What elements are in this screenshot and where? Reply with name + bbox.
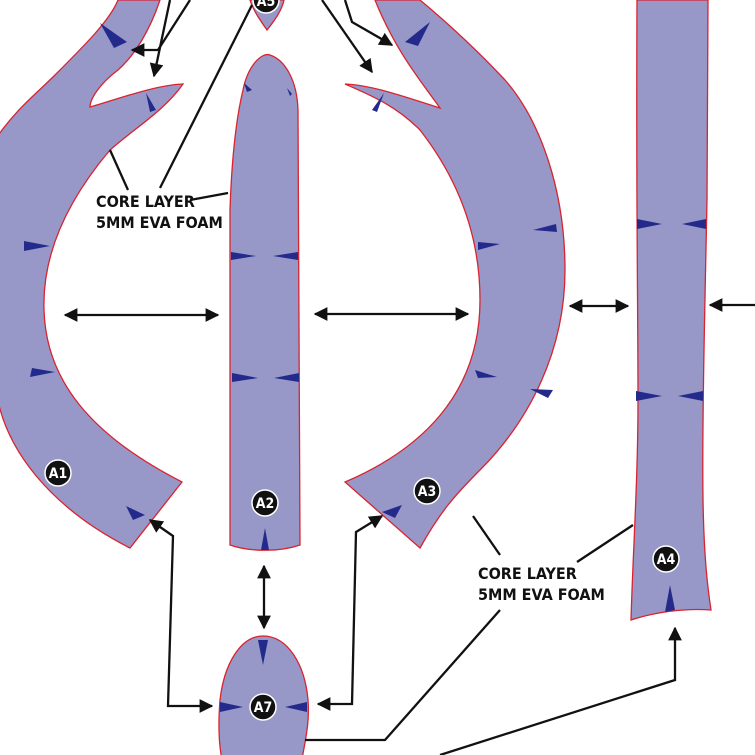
piece-a2-shape bbox=[229, 53, 301, 551]
piece-a3-notch bbox=[372, 93, 384, 112]
piece-a4-notch bbox=[665, 585, 675, 612]
piece-a2-notch bbox=[287, 88, 292, 96]
badge-label: A4 bbox=[657, 552, 676, 568]
leader-line bbox=[158, 4, 254, 189]
badge-circle bbox=[252, 0, 280, 14]
piece-a4-notch bbox=[637, 219, 662, 229]
piece-a1-notch bbox=[30, 368, 55, 377]
callout-line: CORE LAYER bbox=[478, 564, 577, 583]
badge-label: A1 bbox=[49, 466, 68, 482]
connect-arrow bbox=[316, 515, 384, 711]
piece-a1-notch bbox=[146, 93, 156, 112]
piece-a3-shape bbox=[343, 0, 566, 550]
piece-a2-notch bbox=[273, 252, 298, 260]
callout-line: 5MM EVA FOAM bbox=[478, 585, 605, 604]
piece-a1 bbox=[0, 0, 185, 549]
badge-circle bbox=[652, 545, 680, 573]
piece-a2-notch bbox=[274, 373, 299, 382]
leader-line bbox=[108, 149, 130, 191]
piece-a2 bbox=[229, 53, 301, 551]
badge-label: A5 bbox=[257, 0, 276, 10]
piece-a1-notch bbox=[126, 506, 145, 520]
piece-a4-notch bbox=[682, 219, 706, 229]
leader-line bbox=[576, 524, 634, 563]
piece-a3-notch bbox=[530, 389, 553, 398]
piece-a3-notch bbox=[382, 505, 402, 518]
piece-a4-notch bbox=[678, 391, 703, 401]
callout-core-right: CORE LAYER 5MM EVA FOAM bbox=[478, 564, 605, 604]
callout-line: 5MM EVA FOAM bbox=[96, 213, 223, 232]
leader-line bbox=[472, 515, 501, 556]
piece-a7-notch bbox=[258, 640, 268, 665]
badge-circle bbox=[44, 459, 72, 487]
badge-a4: A4 bbox=[652, 545, 680, 573]
badge-label: A2 bbox=[256, 496, 275, 512]
piece-a1-notch bbox=[100, 23, 127, 48]
badge-label: A7 bbox=[254, 700, 273, 716]
connect-arrow bbox=[149, 0, 172, 78]
piece-a2-notch bbox=[244, 83, 252, 92]
badge-a5: A5 bbox=[252, 0, 280, 14]
callout-leaders bbox=[108, 4, 634, 742]
piece-a1-shape bbox=[0, 0, 185, 549]
piece-a3-notch bbox=[475, 370, 497, 378]
piece-a4 bbox=[630, 0, 712, 621]
piece-a2-notch bbox=[232, 373, 258, 382]
piece-a7-notch bbox=[285, 702, 307, 712]
piece-a3-notch bbox=[478, 242, 500, 250]
callout-core-left: CORE LAYER 5MM EVA FOAM bbox=[96, 192, 223, 232]
badge-a7: A7 bbox=[249, 693, 277, 721]
badge-a3: A3 bbox=[413, 477, 441, 505]
connect-arrow bbox=[148, 519, 214, 713]
piece-a2-notch bbox=[231, 252, 256, 260]
connect-arrow bbox=[439, 626, 682, 755]
piece-a4-notch bbox=[636, 391, 662, 401]
badge-circle bbox=[249, 693, 277, 721]
piece-a7-notch bbox=[220, 702, 243, 712]
badge-circle bbox=[413, 477, 441, 505]
piece-a1-notch bbox=[24, 241, 50, 251]
piece-a2-notch bbox=[261, 528, 269, 550]
badge-a2: A2 bbox=[251, 489, 279, 517]
badge-a1: A1 bbox=[44, 459, 72, 487]
arrows bbox=[63, 0, 755, 755]
piece-a3-notch bbox=[533, 224, 557, 232]
leader-line bbox=[305, 609, 501, 742]
piece-a3-notch bbox=[405, 22, 430, 46]
leader-line bbox=[189, 191, 229, 202]
badge-circle bbox=[251, 489, 279, 517]
connect-arrow bbox=[321, 0, 373, 74]
badge-label: A3 bbox=[418, 484, 437, 500]
connect-arrow bbox=[343, 0, 394, 46]
connect-arrow bbox=[130, 0, 191, 57]
piece-a3 bbox=[343, 0, 566, 550]
callout-line: CORE LAYER bbox=[96, 192, 195, 211]
piece-a4-shape bbox=[630, 0, 712, 621]
